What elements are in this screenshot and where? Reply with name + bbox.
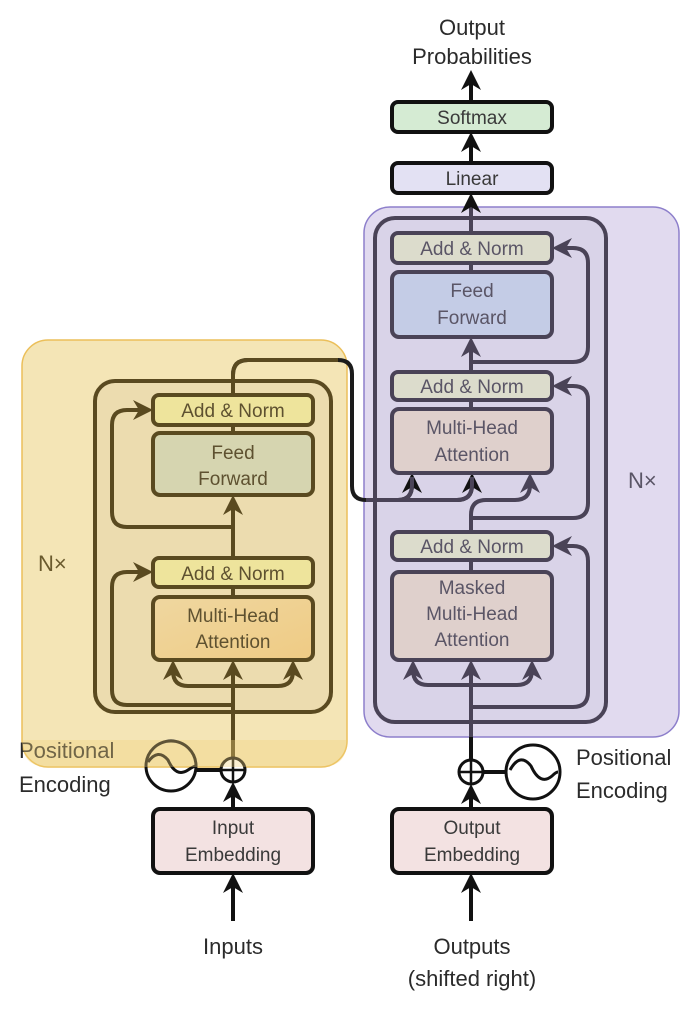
output-probabilities-label-line2: Probabilities: [412, 44, 532, 69]
encoder-add-norm-upper-label: Add & Norm: [181, 401, 284, 422]
inputs-label: Inputs: [203, 934, 263, 959]
decoder-pe-label-2: Encoding: [576, 778, 668, 803]
outputs-label-line1: Outputs: [433, 934, 510, 959]
encoder-add-norm-lower-label: Add & Norm: [181, 564, 284, 585]
decoder-query-branch: [469, 473, 540, 532]
outputs-label-line2: (shifted right): [408, 966, 536, 991]
decoder-mha-label-2: Attention: [435, 445, 510, 466]
encoder-mha-branch-right: [233, 660, 303, 688]
encoder-residual-lower: [110, 562, 233, 707]
decoder-masked-label-3: Attention: [435, 630, 510, 651]
encoder-feed-forward-label-1: Feed: [211, 443, 254, 464]
decoder-residual-top: [471, 238, 590, 364]
decoder-add-norm-middle-label: Add & Norm: [420, 377, 523, 398]
encoder-pe-label-2: Encoding: [19, 772, 111, 797]
decoder-feed-forward-label-2: Forward: [437, 308, 507, 329]
decoder-add-norm-top-label: Add & Norm: [420, 239, 523, 260]
decoder-add-norm-top[interactable]: [390, 231, 554, 265]
decoder-residual-middle: [471, 376, 590, 520]
encoder-add-norm-upper[interactable]: [151, 393, 315, 427]
decoder-masked-branch-left: [403, 660, 471, 687]
softmax-label: Softmax: [437, 108, 507, 129]
encoder-panel-overlay-bottom: [22, 740, 347, 767]
encoder-to-decoder-connection-tint-dec: [366, 477, 474, 502]
decoder-positional-encoding: Positional Encoding: [457, 743, 671, 803]
decoder-sine-wave-curve: [508, 758, 559, 781]
decoder-masked-label-2: Multi-Head: [426, 604, 518, 625]
output-probabilities-label-line1: Output: [439, 15, 505, 40]
decoder-nx-label: N×: [628, 468, 657, 493]
encoder-mha-label-1: Multi-Head: [187, 606, 279, 627]
encoder-layer-frame: [93, 379, 333, 714]
encoder-mha-label-2: Attention: [196, 632, 271, 653]
encoder-positional-encoding: Positional Encoding: [19, 738, 247, 797]
output-embedding-label-2: Embedding: [424, 845, 520, 866]
output-embedding-label-1: Output: [443, 818, 501, 839]
decoder-pe-label-1: Positional: [576, 745, 671, 770]
encoder-nx-label: N×: [38, 551, 67, 576]
decoder-add-norm-bottom[interactable]: [390, 530, 554, 562]
encoder-pe-label-1: Positional: [19, 738, 114, 763]
encoder-residual-upper: [110, 400, 233, 529]
decoder-feed-forward-label-1: Feed: [450, 281, 493, 302]
encoder-add-norm-lower[interactable]: [151, 556, 315, 589]
linear-label: Linear: [446, 169, 499, 190]
decoder-residual-bottom: [471, 536, 590, 709]
encoder-mha-branch-arrows: [163, 660, 233, 688]
decoder-masked-branch-right: [471, 660, 542, 687]
encoder-sine-wave-curve: [146, 753, 197, 774]
decoder-feed-forward[interactable]: [390, 270, 554, 339]
encoder-to-decoder-connection-tint: [231, 358, 338, 395]
decoder-masked-label-1: Masked: [439, 578, 506, 599]
decoder-masked-multi-head-attention[interactable]: [390, 570, 554, 662]
encoder-multi-head-attention[interactable]: [151, 595, 315, 662]
encoder-feed-forward[interactable]: [151, 431, 315, 497]
encoder-feed-forward-label-2: Forward: [198, 469, 268, 490]
decoder-multi-head-attention[interactable]: [390, 407, 554, 475]
input-embedding-label-1: Input: [212, 818, 255, 839]
decoder-add-norm-middle[interactable]: [390, 370, 554, 402]
decoder-mha-label-1: Multi-Head: [426, 418, 518, 439]
input-embedding-label-2: Embedding: [185, 845, 281, 866]
decoder-add-norm-bottom-label: Add & Norm: [420, 537, 523, 558]
